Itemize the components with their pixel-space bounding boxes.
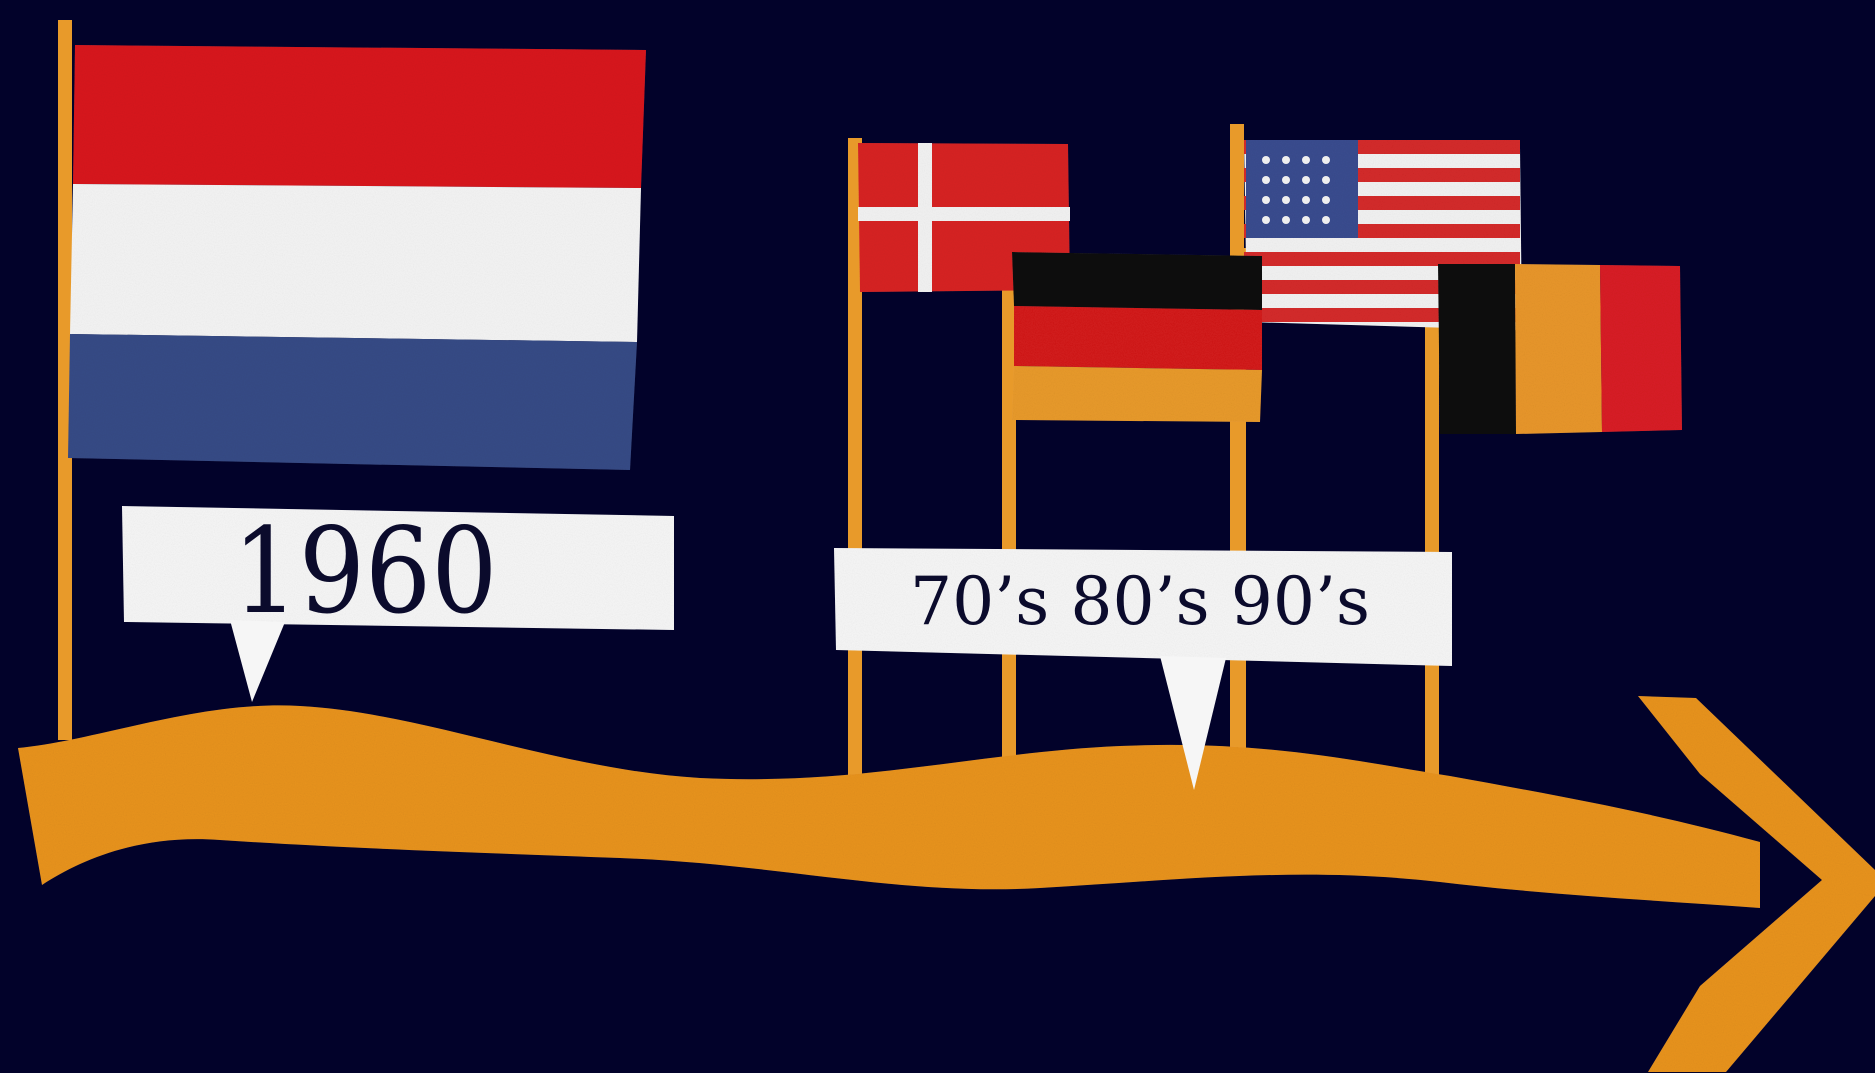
label-decades-card: 70’s 80’s 90’s (834, 548, 1452, 790)
germany-flag-icon (1012, 252, 1262, 422)
timeline-arrow (18, 696, 1875, 1072)
label-1960-card: 1960 (122, 502, 674, 702)
pole-netherlands (58, 20, 72, 740)
pole-belgium (1425, 258, 1439, 778)
pole-germany (1002, 248, 1016, 778)
label-1960-text: 1960 (233, 502, 498, 640)
netherlands-flag-icon (68, 45, 646, 470)
belgium-flag-icon (1438, 264, 1682, 434)
label-decades-text: 70’s 80’s 90’s (910, 563, 1370, 640)
